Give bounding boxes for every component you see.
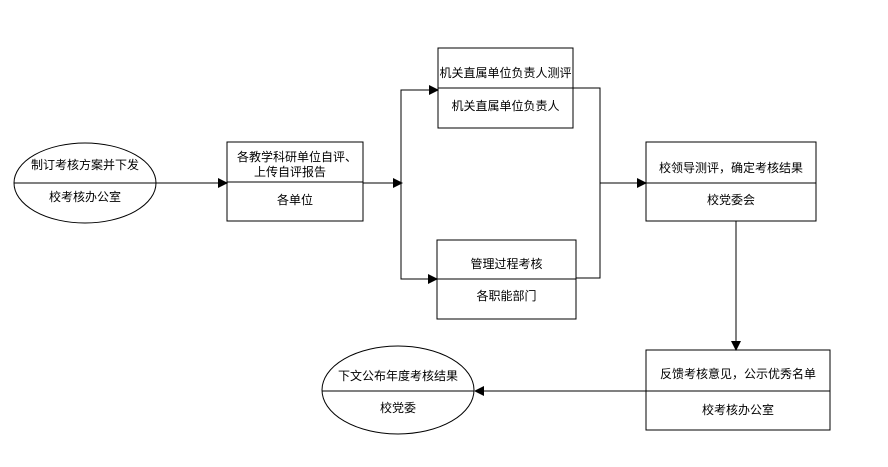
node-direct-units-title: 机关直属单位负责人测评 bbox=[439, 66, 572, 80]
node-self-eval-title-line1: 各教学科研单位自评、 bbox=[236, 150, 357, 164]
node-self-eval-owner: 各单位 bbox=[276, 193, 313, 207]
node-publish bbox=[321, 345, 475, 435]
node-leader-eval-owner: 校党委会 bbox=[706, 193, 755, 207]
node-start bbox=[13, 142, 157, 224]
node-feedback bbox=[645, 349, 831, 431]
node-direct-units-owner: 机关直属单位负责人 bbox=[451, 99, 560, 113]
node-leader-eval-title: 校领导测评，确定考核结果 bbox=[658, 161, 803, 175]
arrow-split-to-process-eval bbox=[400, 183, 438, 284]
node-self-eval-title-line2: 上传自评报告 bbox=[253, 165, 326, 179]
node-feedback-title: 反馈考核意见，公示优秀名单 bbox=[659, 367, 816, 381]
node-process-eval bbox=[436, 239, 577, 320]
node-start-owner: 校考核办公室 bbox=[48, 190, 121, 204]
node-self-eval bbox=[226, 141, 364, 222]
node-process-eval-owner: 各职能部门 bbox=[476, 289, 537, 303]
node-publish-title: 下文公布年度考核结果 bbox=[337, 369, 458, 383]
node-process-eval-title: 管理过程考核 bbox=[470, 257, 543, 271]
node-feedback-owner: 校考核办公室 bbox=[701, 403, 774, 417]
node-leader-eval bbox=[645, 141, 817, 222]
node-start-title: 制订考核方案并下发 bbox=[30, 158, 139, 172]
arrow-split-to-direct-units bbox=[400, 85, 439, 183]
node-publish-owner: 校党委 bbox=[379, 401, 416, 415]
node-direct-units bbox=[437, 47, 574, 129]
line-direct-units-to-merge bbox=[573, 87, 601, 279]
